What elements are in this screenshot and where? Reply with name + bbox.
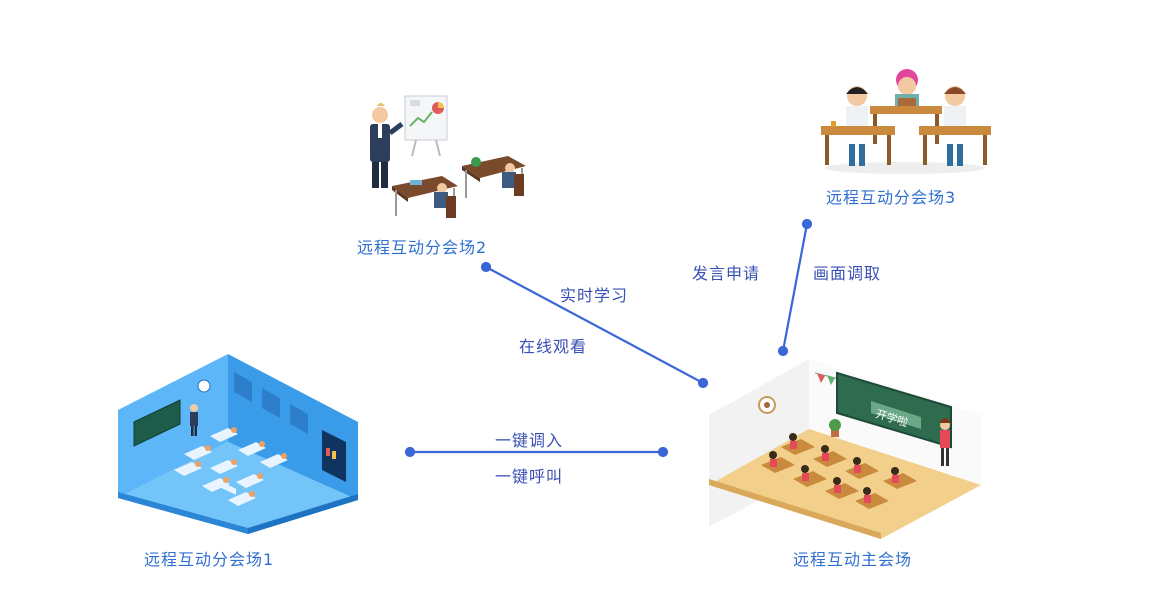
students bbox=[195, 427, 287, 497]
student-right bbox=[944, 86, 966, 166]
edge-label-online-viewing: 在线观看 bbox=[519, 337, 588, 356]
edge-label-realtime-learning: 实时学习 bbox=[560, 286, 629, 305]
link-branch2-main bbox=[485, 266, 704, 384]
link-branch3-main-end-dot bbox=[777, 345, 789, 357]
link-branch3-main bbox=[781, 223, 809, 352]
student-desks bbox=[392, 156, 526, 218]
link-branch2-main-end-dot bbox=[697, 377, 709, 389]
node-label-branch2: 远程互动分会场2 bbox=[357, 238, 488, 257]
student-center bbox=[895, 69, 919, 112]
chalkboard bbox=[133, 399, 181, 447]
presentation-board bbox=[404, 95, 448, 157]
edge-label-speak-request: 发言申请 bbox=[692, 264, 761, 283]
desk-row bbox=[761, 439, 917, 509]
node-label-main: 远程互动主会场 bbox=[793, 550, 913, 569]
teacher-figure bbox=[939, 418, 951, 466]
link-branch3-main-start-dot bbox=[801, 218, 813, 230]
link-branch1-main-start-dot bbox=[404, 446, 416, 458]
branch3-illustration bbox=[821, 69, 991, 174]
presenter-figure bbox=[370, 103, 404, 188]
node-label-branch1: 远程互动分会场1 bbox=[144, 550, 275, 569]
main-illustration: 开学啦 bbox=[709, 359, 981, 539]
edge-label-screen-fetch: 画面调取 bbox=[813, 264, 882, 283]
desk-center bbox=[870, 106, 942, 144]
student-left bbox=[846, 86, 868, 166]
link-branch1-main-end-dot bbox=[657, 446, 669, 458]
branch1-illustration bbox=[118, 354, 358, 534]
branch2-illustration bbox=[370, 95, 526, 218]
node-label-branch3: 远程互动分会场3 bbox=[826, 188, 957, 207]
clock-icon bbox=[197, 379, 211, 393]
link-branch2-main-start-dot bbox=[480, 261, 492, 273]
desk-row bbox=[174, 428, 288, 506]
teacher-figure bbox=[190, 404, 198, 436]
desk-right bbox=[919, 126, 991, 165]
edge-label-one-click-transfer: 一键调入 bbox=[495, 431, 564, 450]
edge-label-one-click-call: 一键呼叫 bbox=[495, 467, 564, 486]
desk-left bbox=[821, 121, 895, 165]
students bbox=[769, 433, 899, 503]
